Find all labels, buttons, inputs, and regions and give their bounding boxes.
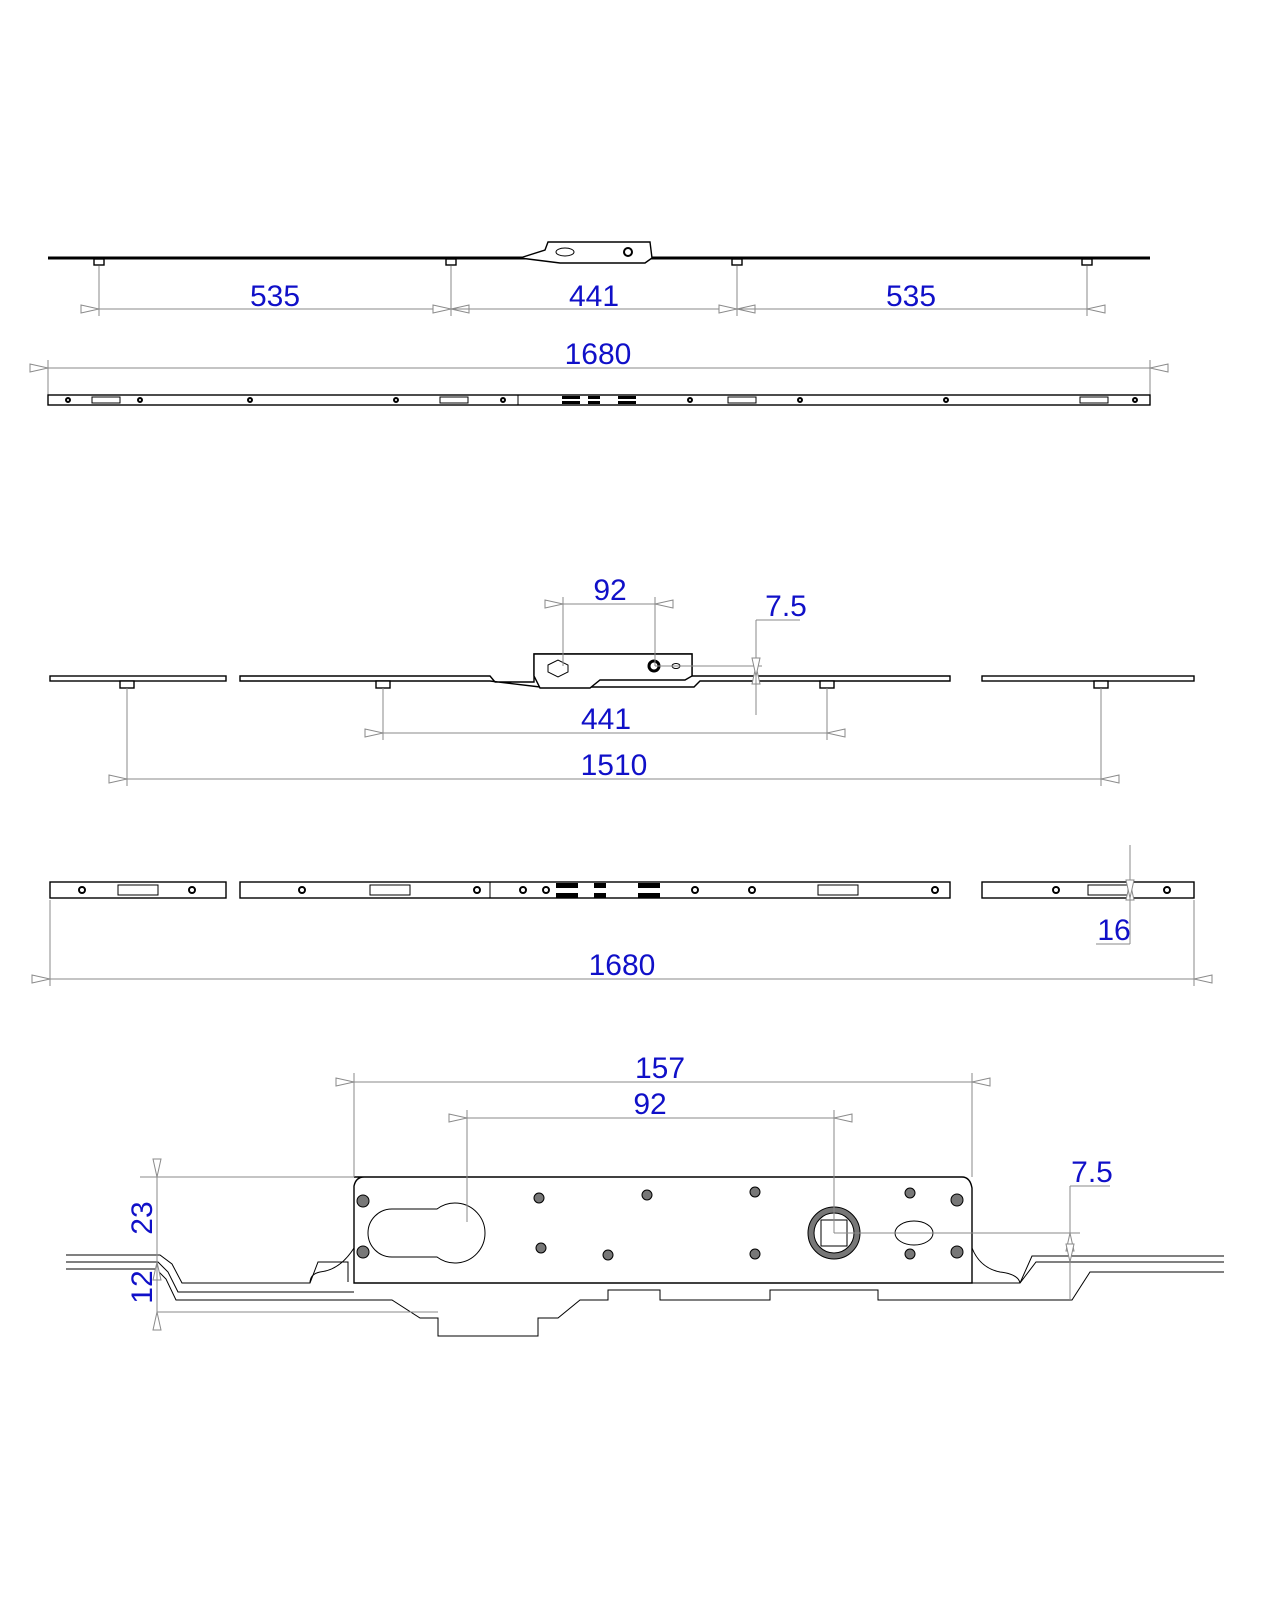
dimension-lines-view3 xyxy=(50,845,1194,986)
view-3-faceplate-front: 16 1680 xyxy=(50,845,1194,986)
euro-cylinder-keyhole xyxy=(367,1202,486,1264)
dim-centre-distance: 92 xyxy=(633,1088,666,1121)
view-4-gearbox-detail: 157 92 7.5 23 12 xyxy=(66,1052,1224,1337)
plate-fillet-left xyxy=(309,1247,355,1284)
dim-inner-spacing: 441 xyxy=(581,703,631,736)
gearbox-outline xyxy=(519,241,653,264)
dimension-lines-view2 xyxy=(127,597,1101,786)
dim-outer-spacing: 1510 xyxy=(581,749,648,782)
dim-overall-length-view3: 1680 xyxy=(589,949,656,982)
dimension-lines-view1 xyxy=(48,266,1150,400)
dim-offset: 7.5 xyxy=(765,590,807,623)
keyhole xyxy=(547,659,569,678)
dim-height-upper: 23 xyxy=(126,1201,159,1234)
faceplate-front-view xyxy=(47,394,1151,406)
dim-gearbox-length: 157 xyxy=(635,1052,685,1085)
dim-height-lower: 12 xyxy=(126,1270,159,1303)
gearbox-plate xyxy=(353,1176,973,1284)
faceplate-details xyxy=(65,395,1138,405)
dim-center-spacing: 441 xyxy=(569,280,619,313)
rivets xyxy=(356,1186,964,1261)
dim-left-spacing: 535 xyxy=(250,280,300,313)
dim-offset-detail: 7.5 xyxy=(1071,1156,1113,1189)
plate-fillet-right xyxy=(971,1247,1021,1284)
view-2-side-elevation-split: 92 7.5 441 1510 xyxy=(49,574,1195,786)
dimension-lines-view4 xyxy=(140,1073,1110,1318)
dim-right-spacing: 535 xyxy=(886,280,936,313)
faceplate-details-view3 xyxy=(78,882,1171,898)
dim-faceplate-width: 16 xyxy=(1097,914,1130,947)
view-1-side-elevation: 535 441 535 1680 xyxy=(47,241,1151,406)
dim-backset-spacing: 92 xyxy=(593,574,626,607)
dim-overall-length: 1680 xyxy=(565,338,632,371)
roller-cams xyxy=(93,258,1093,266)
